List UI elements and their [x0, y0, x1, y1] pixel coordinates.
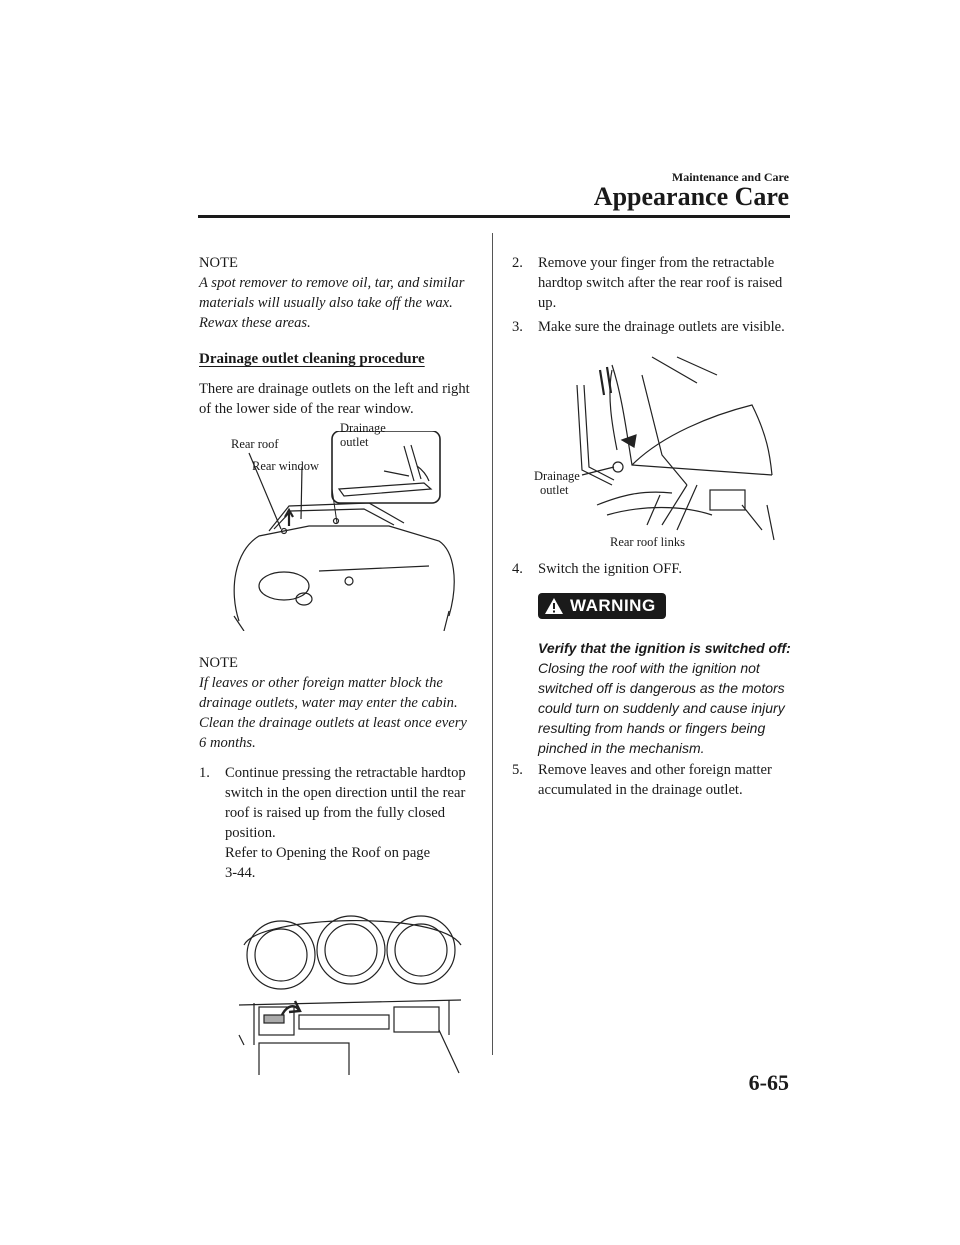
step-reference: Refer to Opening the Roof on page [225, 845, 431, 861]
step-text: Make sure the drainage outlets are visib… [538, 319, 785, 335]
label-rear-roof: Rear roof [231, 437, 279, 451]
note-text: A spot remover to remove oil, tar, and s… [199, 275, 465, 331]
steps-list: 2. Remove your finger from the retractab… [512, 253, 792, 337]
left-column: NOTE A spot remover to remove oil, tar, … [199, 253, 471, 1079]
steps-list: 5. Remove leaves and other foreign matte… [512, 760, 792, 800]
warning-box: WARNING Verify that the ignition is swit… [512, 593, 792, 758]
note-label: NOTE [199, 255, 238, 271]
step-reference-page: 3-44. [225, 865, 256, 881]
label-rear-roof-links: Rear roof links [610, 535, 685, 549]
warning-icon [545, 598, 563, 614]
step-number: 1. [199, 765, 210, 781]
header-divider [198, 215, 790, 218]
warning-label: WARNING [570, 596, 656, 615]
step-item: 4. Switch the ignition OFF. [512, 559, 792, 579]
step-item: 1. Continue pressing the retractable har… [199, 763, 471, 883]
hardtop-switch-illustration [199, 895, 471, 1079]
label-rear-window: Rear window [252, 459, 319, 473]
label-drainage-1-line1: Drainage [340, 421, 386, 435]
warning-badge: WARNING [538, 593, 666, 619]
step-number: 4. [512, 561, 523, 577]
step-text: Switch the ignition OFF. [538, 561, 682, 577]
step-number: 5. [512, 762, 523, 778]
step-number: 2. [512, 255, 523, 271]
warning-heading: Verify that the ignition is switched off… [538, 640, 791, 656]
step-text: Remove your finger from the retractable … [538, 255, 783, 311]
raised-roof-drawing [576, 356, 775, 541]
step-text: Remove leaves and other foreign matter a… [538, 762, 772, 798]
procedure-heading: Drainage outlet cleaning procedure [199, 351, 425, 367]
label-drainage-3-line2: outlet [540, 483, 569, 497]
step-item: 5. Remove leaves and other foreign matte… [512, 760, 792, 800]
note-label: NOTE [199, 655, 238, 671]
label-drainage-3-line1: Drainage [534, 469, 580, 483]
dashboard-drawing [238, 915, 462, 1079]
steps-list: 1. Continue pressing the retractable har… [199, 763, 471, 883]
label-drainage-1-line2: outlet [340, 435, 369, 449]
rear-car-illustration: Rear roof Rear window Drainage outlet [199, 421, 471, 632]
note-text: If leaves or other foreign matter block … [199, 675, 467, 751]
rear-car-drawing [233, 430, 455, 632]
section-title: Appearance Care [593, 182, 789, 211]
right-column: 2. Remove your finger from the retractab… [512, 253, 792, 800]
step-item: 2. Remove your finger from the retractab… [512, 253, 792, 313]
step-text: Continue pressing the retractable hardto… [225, 765, 466, 841]
step-number: 3. [512, 319, 523, 335]
section-subtitle: Maintenance and Care [671, 170, 789, 184]
warning-body: Closing the roof with the ignition not s… [538, 660, 785, 756]
page-number: 6-65 [748, 1070, 789, 1095]
raised-roof-illustration: Drainage outlet Rear roof links [512, 355, 792, 549]
warning-text: Verify that the ignition is switched off… [538, 638, 792, 758]
steps-list: 4. Switch the ignition OFF. [512, 559, 792, 579]
step-item: 3. Make sure the drainage outlets are vi… [512, 317, 792, 337]
intro-paragraph: There are drainage outlets on the left a… [199, 381, 470, 417]
column-divider [492, 233, 493, 1055]
